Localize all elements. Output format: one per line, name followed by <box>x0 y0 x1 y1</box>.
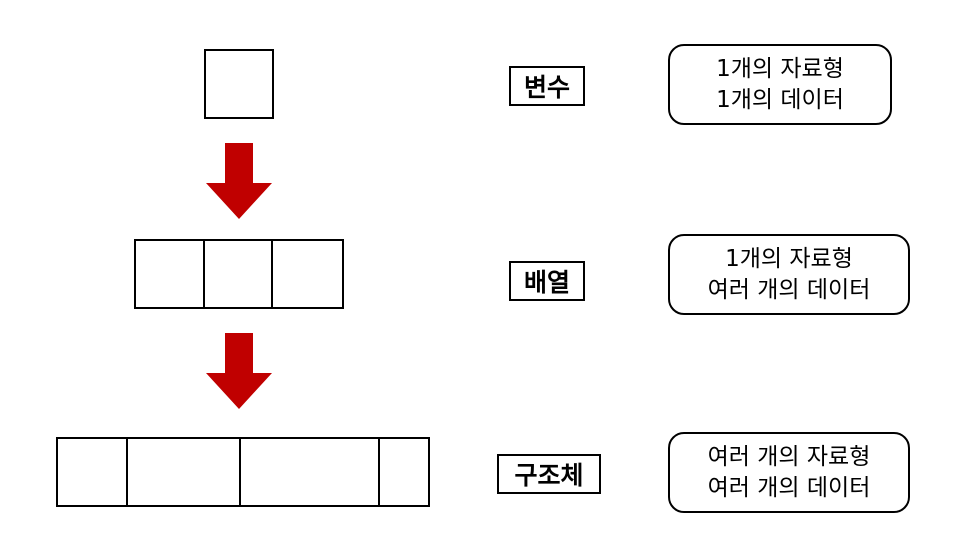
array-cell <box>205 241 274 307</box>
variable-cell <box>206 51 272 117</box>
struct-description-line: 여러 개의 데이터 <box>707 474 871 501</box>
array-cell <box>273 241 342 307</box>
variable-label: 변수 <box>509 66 585 106</box>
struct-cell <box>241 439 380 505</box>
struct-cell <box>380 439 428 505</box>
struct-label: 구조체 <box>497 454 601 494</box>
variable-shape <box>204 49 274 119</box>
array-label: 배열 <box>509 261 585 301</box>
struct-cell <box>58 439 128 505</box>
down-arrow-icon <box>206 143 272 219</box>
array-shape <box>134 239 344 309</box>
variable-description: 1개의 자료형 1개의 데이터 <box>668 44 892 125</box>
variable-description-line: 1개의 데이터 <box>716 86 844 113</box>
struct-description: 여러 개의 자료형 여러 개의 데이터 <box>668 432 910 513</box>
struct-description-line: 여러 개의 자료형 <box>707 443 871 470</box>
variable-description-line: 1개의 자료형 <box>716 55 844 82</box>
array-description-line: 여러 개의 데이터 <box>707 276 871 303</box>
struct-cell <box>128 439 241 505</box>
array-cell <box>136 241 205 307</box>
struct-shape <box>56 437 430 507</box>
array-description: 1개의 자료형 여러 개의 데이터 <box>668 234 910 315</box>
array-description-line: 1개의 자료형 <box>725 245 853 272</box>
down-arrow-icon <box>206 333 272 409</box>
